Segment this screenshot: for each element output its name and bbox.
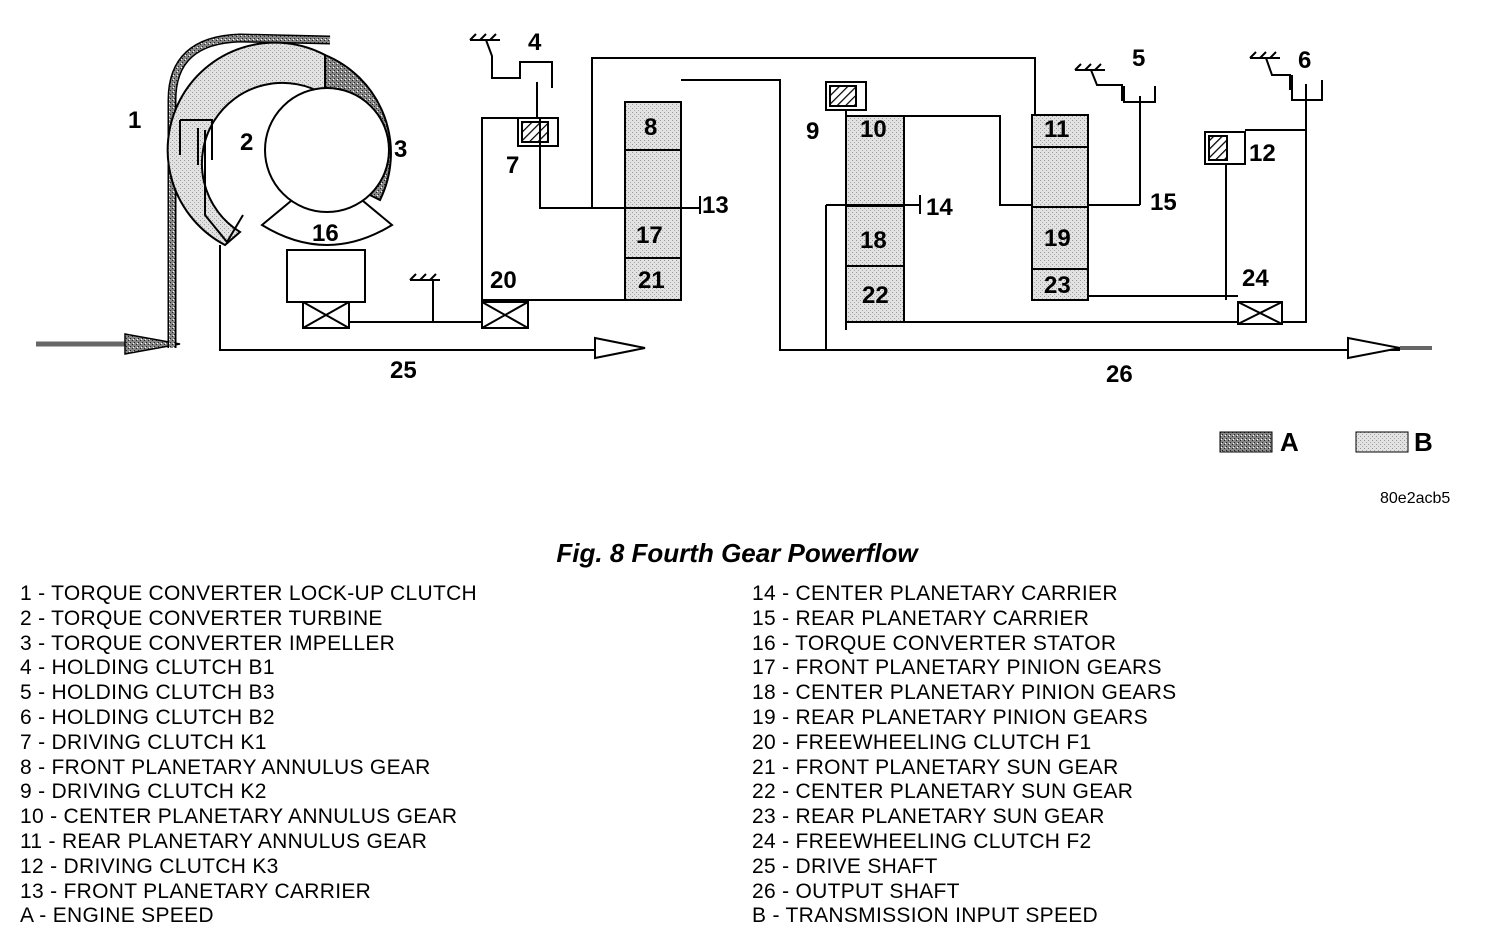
list-item: B - TRANSMISSION INPUT SPEED [752,904,1099,928]
legend-swatch-b [1355,431,1409,453]
list-item: 21 - FRONT PLANETARY SUN GEAR [752,755,1119,779]
callout-22: 22 [862,282,889,309]
list-item: 18 - CENTER PLANETARY PINION GEARS [752,681,1177,705]
lock-up-clutch [179,119,646,360]
list-item: 20 - FREEWHEELING CLUTCH F1 [752,730,1092,754]
rear-section [904,51,1323,325]
callout-3: 3 [394,136,407,163]
callout-8: 8 [644,114,657,141]
callout-17: 17 [636,222,663,249]
callout-13: 13 [702,192,729,219]
callout-4: 4 [528,29,542,56]
list-item: A - ENGINE SPEED [20,904,214,928]
torque-converter [166,41,394,329]
callout-12: 12 [1249,140,1276,167]
callout-15: 15 [1150,189,1177,216]
list-item: 23 - REAR PLANETARY SUN GEAR [752,805,1105,829]
callout-20: 20 [490,267,517,294]
list-item: 25 - DRIVE SHAFT [752,854,938,878]
callout-24: 24 [1242,265,1269,292]
list-item: 2 - TORQUE CONVERTER TURBINE [20,606,383,630]
callout-21: 21 [638,267,665,294]
callout-14: 14 [926,194,953,221]
list-item: 5 - HOLDING CLUTCH B3 [20,681,275,705]
legend-label-a: A [1280,427,1299,457]
powerflow-diagram: 1 2 3 4 5 6 7 8 9 10 11 12 13 14 15 16 1… [36,29,1433,457]
callout-10: 10 [860,116,887,143]
list-item: 7 - DRIVING CLUTCH K1 [20,730,267,754]
legend-swatch-a [1219,431,1273,453]
figure-caption: Fig. 8 Fourth Gear Powerflow [556,538,918,568]
list-item: 6 - HOLDING CLUTCH B2 [20,705,275,729]
legend-list-right: 14 - CENTER PLANETARY CARRIER 15 - REAR … [752,582,1176,929]
list-item: 15 - REAR PLANETARY CARRIER [752,606,1090,630]
list-item: 17 - FRONT PLANETARY PINION GEARS [752,656,1162,680]
list-item: 4 - HOLDING CLUTCH B1 [20,656,275,680]
callout-16: 16 [312,220,339,247]
callout-numbers: 1 2 3 4 5 6 7 8 9 10 11 12 13 14 15 16 1… [128,29,1311,388]
legend-list-left: 1 - TORQUE CONVERTER LOCK-UP CLUTCH 2 - … [20,582,477,929]
list-item: 11 - REAR PLANETARY ANNULUS GEAR [20,829,428,853]
center-section [825,81,1432,360]
list-item: 9 - DRIVING CLUTCH K2 [20,780,267,804]
callout-2: 2 [240,129,253,156]
figure-code: 80e2acb5 [1380,490,1451,507]
list-item: 3 - TORQUE CONVERTER IMPELLER [20,631,396,655]
callout-19: 19 [1044,225,1071,252]
list-item: 14 - CENTER PLANETARY CARRIER [752,582,1118,605]
callout-6: 6 [1298,47,1311,74]
callout-25: 25 [390,357,417,384]
callout-1: 1 [128,107,141,134]
list-item: 26 - OUTPUT SHAFT [752,879,960,903]
callout-18: 18 [860,227,887,254]
list-item: 13 - FRONT PLANETARY CARRIER [20,879,372,903]
front-section [349,33,701,329]
callout-26: 26 [1106,361,1133,388]
list-item: 16 - TORQUE CONVERTER STATOR [752,631,1117,655]
list-item: 10 - CENTER PLANETARY ANNULUS GEAR [20,805,458,829]
callout-23: 23 [1044,272,1071,299]
callout-7: 7 [506,152,519,179]
callout-11: 11 [1044,116,1069,143]
list-item: 19 - REAR PLANETARY PINION GEARS [752,705,1148,729]
list-item: 8 - FRONT PLANETARY ANNULUS GEAR [20,755,431,779]
callout-5: 5 [1132,45,1145,72]
list-item: 24 - FREEWHEELING CLUTCH F2 [752,829,1092,853]
callout-9: 9 [806,118,819,145]
legend-label-b: B [1414,427,1433,457]
list-item: 22 - CENTER PLANETARY SUN GEAR [752,780,1134,804]
engine-input-path [36,33,331,355]
list-item: 12 - DRIVING CLUTCH K3 [20,854,279,878]
upper-linkage [591,57,1036,351]
list-item: 1 - TORQUE CONVERTER LOCK-UP CLUTCH [20,582,478,605]
